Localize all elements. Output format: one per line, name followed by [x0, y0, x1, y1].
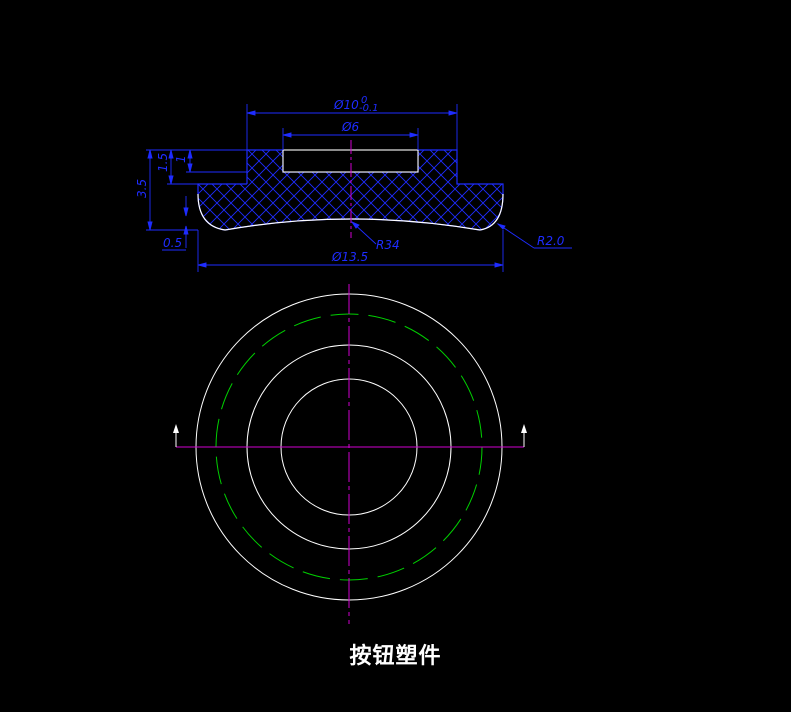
plan-view [173, 284, 527, 624]
dim-overall-diameter: Ø13.5 [331, 250, 368, 264]
dim-corner-radius: R2.0 [537, 234, 565, 248]
left-fillet-outline [197, 193, 226, 231]
right-fillet-outline [479, 193, 504, 231]
dim-top-tolerance-upper: 0 [361, 95, 367, 106]
drawing-title: 按钮塑件 [349, 644, 442, 669]
section-arrow-left [173, 424, 179, 447]
dim-edge-thickness: 0.5 [163, 236, 182, 250]
dim-height-boss: 1.5 [156, 153, 170, 172]
dimension-lines [146, 104, 572, 272]
section-view [197, 140, 504, 238]
dim-recess-diameter: Ø6 [341, 120, 359, 134]
dim-top-tolerance-lower: -0.1 [359, 103, 379, 114]
dim-bottom-radius: R34 [376, 238, 400, 252]
section-arrow-right [521, 424, 527, 447]
dim-top-diameter: Ø10 [333, 98, 359, 112]
dim-height-total: 3.5 [135, 179, 149, 198]
dim-height-recess: 1 [174, 155, 188, 163]
